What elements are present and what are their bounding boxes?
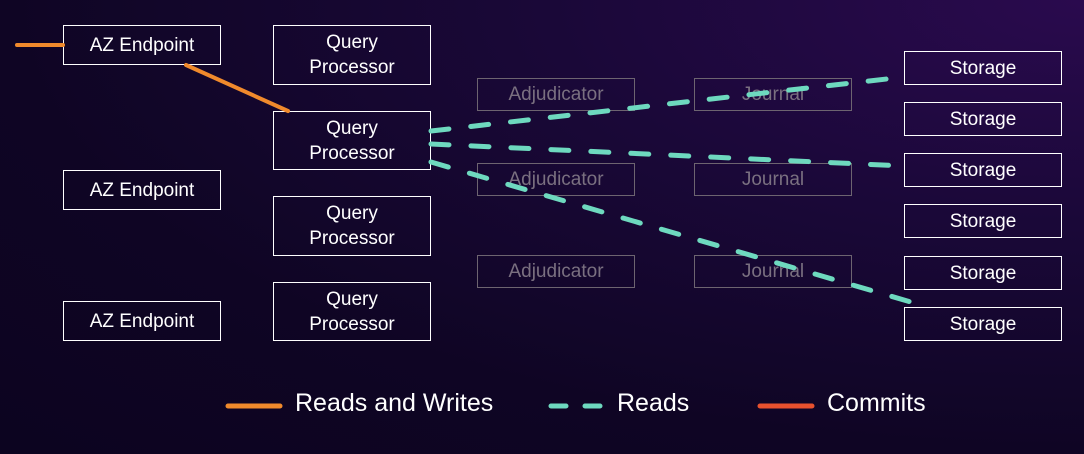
az-endpoint-3: AZ Endpoint xyxy=(63,301,221,341)
storage-label: Storage xyxy=(949,57,1017,79)
storage-3: Storage xyxy=(904,153,1062,187)
adjudicator-2: Adjudicator xyxy=(477,163,635,196)
query-processor-2: Query Processor xyxy=(273,111,431,170)
storage-label: Storage xyxy=(949,108,1017,130)
az-endpoint-label: AZ Endpoint xyxy=(89,179,195,201)
query-processor-label: Query Processor xyxy=(309,288,395,335)
storage-label: Storage xyxy=(949,159,1017,181)
storage-label: Storage xyxy=(949,262,1017,284)
adjudicator-label: Adjudicator xyxy=(508,84,604,105)
storage-label: Storage xyxy=(949,313,1017,335)
reads-line-qp-to-storage-6 xyxy=(428,159,931,310)
query-processor-label: Query Processor xyxy=(309,117,395,164)
adjudicator-label: Adjudicator xyxy=(508,261,604,282)
journal-2: Journal xyxy=(694,163,852,196)
query-processor-4: Query Processor xyxy=(273,282,431,341)
az-endpoint-label: AZ Endpoint xyxy=(89,310,195,332)
query-processor-label: Query Processor xyxy=(309,32,395,78)
storage-2: Storage xyxy=(904,102,1062,136)
az-endpoint-label: AZ Endpoint xyxy=(89,34,195,56)
legend-reads-label: Reads xyxy=(617,389,690,417)
legend-commits-label: Commits xyxy=(827,389,926,417)
query-processor-3: Query Processor xyxy=(273,196,431,256)
reads-writes-line-endpoint-to-qp xyxy=(184,63,290,113)
storage-1: Storage xyxy=(904,51,1062,85)
legend-reads-writes-label: Reads and Writes xyxy=(295,389,494,417)
storage-5: Storage xyxy=(904,256,1062,290)
query-processor-1: Query Processor xyxy=(273,25,431,85)
journal-label: Journal xyxy=(741,169,805,190)
reads-line-qp-to-storage-3 xyxy=(428,141,907,169)
storage-4: Storage xyxy=(904,204,1062,238)
storage-6: Storage xyxy=(904,307,1062,341)
storage-label: Storage xyxy=(949,210,1017,232)
adjudicator-3: Adjudicator xyxy=(477,255,635,288)
az-endpoint-2: AZ Endpoint xyxy=(63,170,221,210)
reads-line-qp-to-storage-1 xyxy=(428,74,907,134)
adjudicator-label: Adjudicator xyxy=(508,169,604,190)
adjudicator-1: Adjudicator xyxy=(477,78,635,111)
query-processor-label: Query Processor xyxy=(309,203,395,249)
